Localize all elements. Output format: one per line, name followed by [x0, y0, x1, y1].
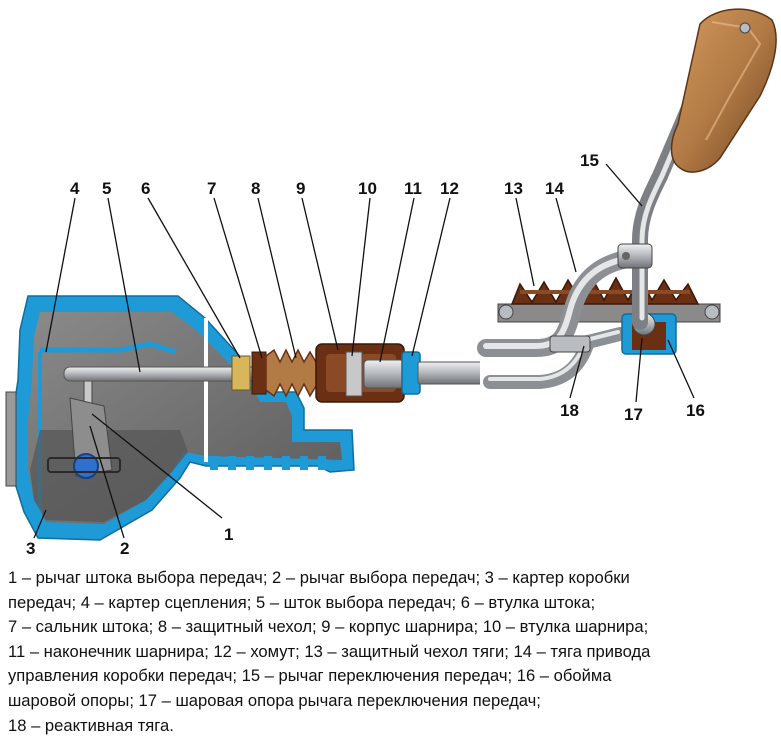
- callout-8: 8: [251, 179, 260, 198]
- callout-11: 11: [404, 179, 422, 198]
- callout-7: 7: [207, 179, 216, 198]
- rod-bushing: [231, 355, 251, 391]
- callout-13: 13: [504, 179, 523, 198]
- callout-6: 6: [141, 179, 150, 198]
- rod-oil-seal: [251, 351, 267, 395]
- callout-3: 3: [26, 539, 35, 558]
- legend-line: шаровой опоры; 17 – шаровая опора рычага…: [8, 690, 541, 710]
- shift-knob: [670, 8, 777, 173]
- protective-boot: [265, 348, 323, 398]
- housing-ribs: [210, 456, 326, 470]
- legend-line: 1 – рычаг штока выбора передач; 2 – рыча…: [8, 568, 630, 587]
- legend-line: 7 – сальник штока; 8 – защитный чехол; 9…: [8, 617, 649, 637]
- hinge-bushing: [345, 351, 363, 397]
- rod-boot: [497, 276, 721, 323]
- callout-9: 9: [296, 179, 305, 198]
- callout-12: 12: [440, 179, 459, 198]
- leader-lines: [33, 163, 695, 539]
- callout-10: 10: [358, 179, 377, 198]
- housing-bolt: [5, 391, 17, 487]
- callout-2: 2: [120, 539, 129, 558]
- legend-line: 11 – наконечник шарнира; 12 – хомут; 13 …: [8, 641, 651, 661]
- hinge-tip: [363, 359, 405, 389]
- callout-labels: 4 5 6 7 8 9 10 11 12 13 14 15 16 17 18 1…: [26, 151, 705, 558]
- callout-18: 18: [560, 401, 579, 420]
- hinge-clamp: [401, 351, 421, 395]
- legend-line: управления коробки передач; 15 – рычаг п…: [8, 666, 612, 686]
- gearbox-housing: [5, 295, 355, 541]
- gear-shift-drive-diagram: 4 5 6 7 8 9 10 11 12 13 14 15 16 17 18 1…: [5, 8, 777, 558]
- callout-15: 15: [580, 151, 599, 170]
- callout-14: 14: [545, 179, 564, 198]
- callout-17: 17: [624, 405, 643, 424]
- callout-1: 1: [224, 525, 233, 544]
- callout-5: 5: [102, 179, 111, 198]
- legend-line: 18 – реактивная тяга.: [8, 715, 174, 735]
- legend-line: передач; 4 – картер сцепления; 5 – шток …: [8, 592, 596, 612]
- callout-4: 4: [70, 179, 80, 198]
- diagram-legend: 1 – рычаг штока выбора передач; 2 – рыча…: [8, 566, 774, 738]
- callout-16: 16: [686, 401, 705, 420]
- selector-levers: [47, 379, 121, 479]
- drive-rod-tube: [417, 361, 489, 385]
